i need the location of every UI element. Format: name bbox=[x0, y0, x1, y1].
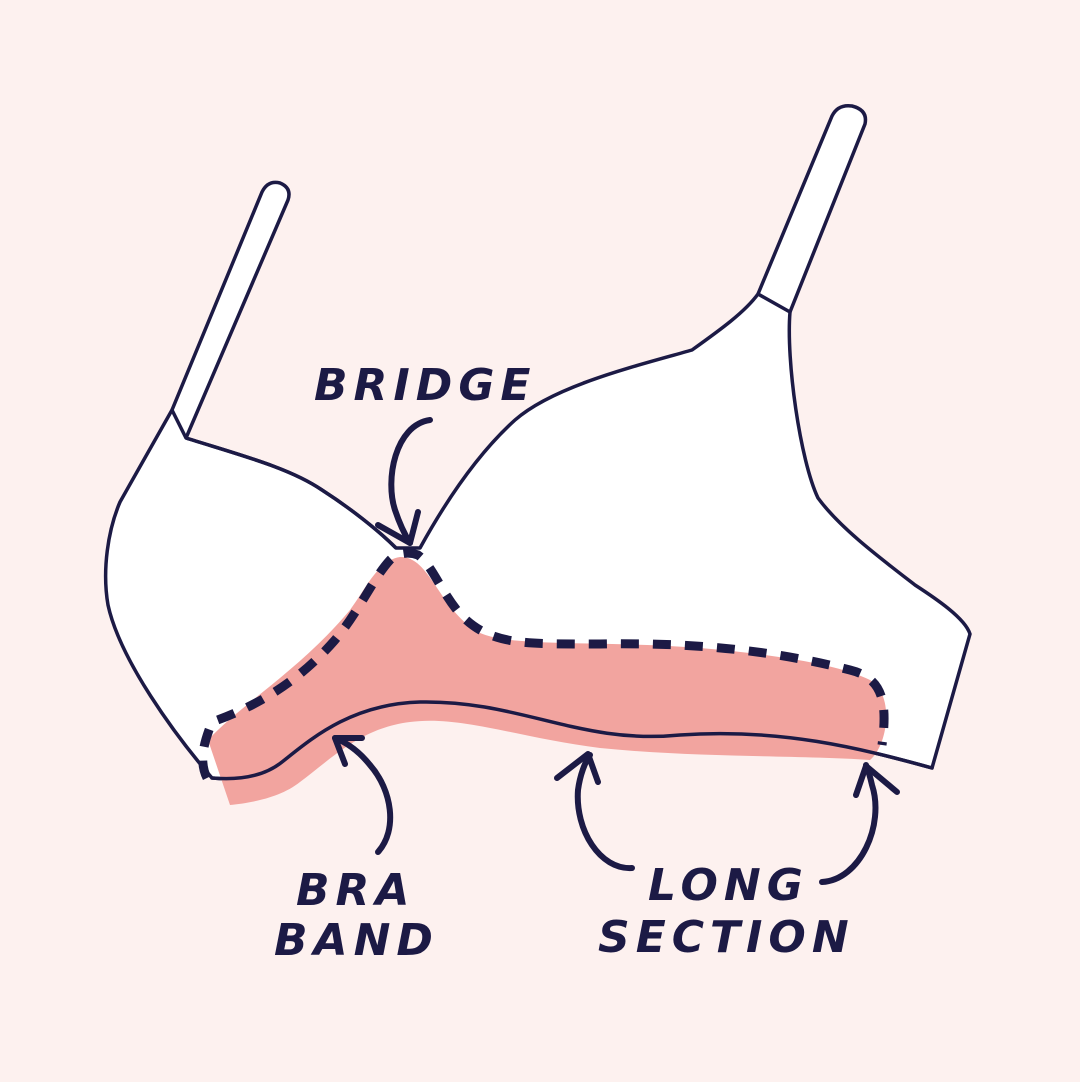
underwire-line bbox=[210, 700, 934, 781]
long-section-label-line1: LONG bbox=[648, 860, 809, 911]
bra-band-arrowhead bbox=[332, 735, 365, 767]
bridge-arrowhead bbox=[375, 509, 421, 546]
left-cup-seam bbox=[185, 436, 398, 550]
band-highlight bbox=[208, 556, 887, 805]
bra-band-label-line2: BAND bbox=[274, 915, 439, 966]
right-strap bbox=[756, 103, 868, 313]
bridge-arrow bbox=[388, 417, 433, 546]
bridge-label: BRIDGE bbox=[314, 360, 536, 411]
left-strap bbox=[170, 180, 291, 439]
bra-band-arrow bbox=[332, 735, 394, 855]
band-dashed-outline bbox=[198, 548, 889, 781]
long-section-arrow-left bbox=[574, 752, 635, 872]
long-section-arrowhead-left bbox=[554, 751, 601, 785]
long-section-label-line2: SECTION bbox=[598, 912, 855, 963]
long-section-arrowhead-right bbox=[853, 763, 900, 798]
bra-band-label-line1: BRA bbox=[296, 865, 415, 916]
